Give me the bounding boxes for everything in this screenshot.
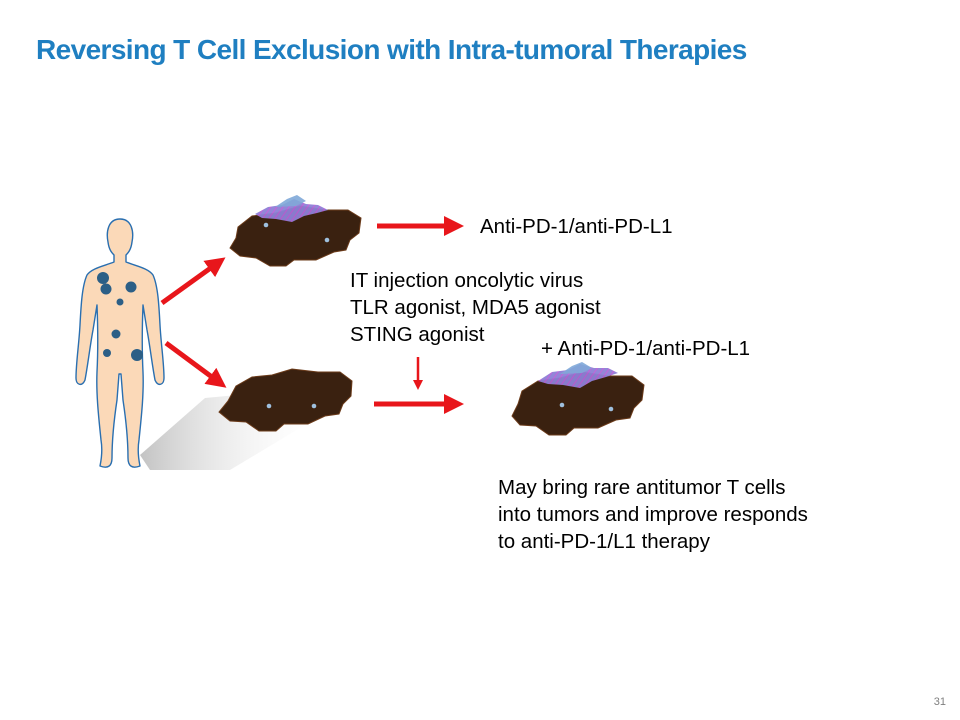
lesion <box>125 281 137 293</box>
cell-dot <box>559 402 565 408</box>
cell-dot <box>266 403 272 409</box>
cell-dot <box>608 406 614 412</box>
t-cell-cluster-icon <box>538 362 618 388</box>
conclusion-text: May bring rare antitumor T cells into tu… <box>498 474 808 555</box>
lesion <box>103 349 111 357</box>
lesion <box>111 329 121 339</box>
human-body-icon <box>75 218 165 468</box>
treatment-list: IT injection oncolytic virus TLR agonist… <box>350 267 601 348</box>
cell-dot <box>324 237 330 243</box>
treatment-line: STING agonist <box>350 323 485 346</box>
lesion <box>116 298 124 306</box>
slide-title: Reversing T Cell Exclusion with Intra-tu… <box>36 34 747 65</box>
tumor-lesions <box>97 272 143 361</box>
conclusion-line: May bring rare antitumor T cells <box>498 476 786 499</box>
treatment-line: TLR agonist, MDA5 agonist <box>350 296 601 319</box>
page-number: 31 <box>933 696 946 708</box>
lesion <box>97 272 109 284</box>
arrow-icon <box>160 257 226 306</box>
t-cell-cluster-icon <box>255 195 328 222</box>
top-outcome-label: Anti-PD-1/anti-PD-L1 <box>480 215 673 238</box>
bottom-outcome-label: + Anti-PD-1/anti-PD-L1 <box>541 337 751 360</box>
cell-dot <box>263 222 269 228</box>
lesion <box>100 283 112 295</box>
treatment-line: IT injection oncolytic virus <box>350 269 584 292</box>
lesion <box>131 349 143 361</box>
cell-dot <box>311 403 317 409</box>
tumor-icon <box>218 368 353 432</box>
arrow-icon <box>164 340 227 388</box>
conclusion-line: to anti-PD-1/L1 therapy <box>498 530 710 553</box>
conclusion-line: into tumors and improve responds <box>498 503 808 526</box>
